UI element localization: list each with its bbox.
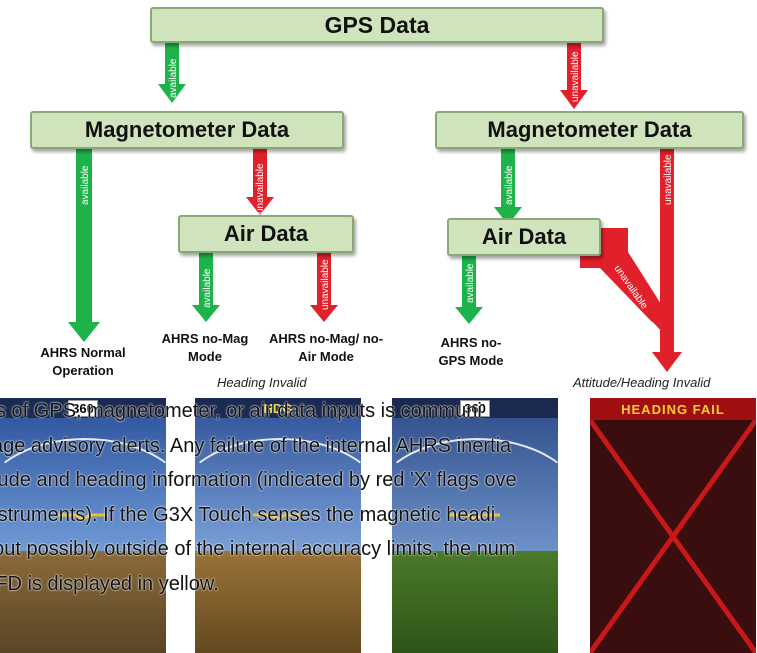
pfd-nomag-thumbnail: HDG: [195, 398, 361, 653]
heading-tape: 360: [392, 398, 558, 418]
heading-readout: 360: [68, 399, 98, 417]
arrow-magleft-unavailable: unavailable: [246, 143, 274, 215]
mode-nomag-noair-label: AHRS no-Mag/ no-Air Mode: [268, 331, 384, 364]
arrow-airleft-unavailable: unavailable: [310, 248, 338, 322]
air-data-left-box: Air Data: [178, 215, 354, 253]
body-line: instruments). If the G3X Touch senses th…: [0, 504, 496, 526]
arrow-label: available: [465, 263, 476, 303]
magnetometer-left-box: Magnetometer Data: [30, 111, 344, 149]
body-line: ss of GPS, magnetometer, or air data inp…: [0, 400, 482, 422]
pfd-nogps-thumbnail: 360: [392, 398, 558, 653]
arrow-label: available: [202, 268, 213, 308]
body-text: ss of GPS, magnetometer, or air data inp…: [0, 397, 757, 653]
body-line: sage advisory alerts. Any failure of the…: [0, 435, 512, 457]
arrow-label: available: [80, 165, 91, 205]
arrow-label: unavailable: [663, 154, 674, 205]
arrow-label: unavailable: [570, 51, 581, 102]
body-line: PFD is displayed in yellow.: [0, 573, 219, 595]
arrow-gps-unavailable: unavailable: [560, 32, 588, 109]
pfd-normal-thumbnail: 360: [0, 398, 166, 653]
magnetometer-right-box: Magnetometer Data: [435, 111, 744, 149]
arrow-label: available: [168, 58, 179, 98]
heading-tape: 360: [0, 398, 166, 418]
box-label: Air Data: [481, 224, 567, 249]
arrow-label: available: [504, 165, 515, 205]
arrow-magright-available: available: [494, 143, 522, 225]
mode-nogps-label: AHRS no-GPS Mode: [438, 335, 504, 368]
heading-tape: HDG: [195, 398, 361, 418]
arrow-airleft-available: available: [192, 248, 220, 322]
box-label: Magnetometer Data: [487, 117, 692, 142]
body-line: titude and heading information (indicate…: [0, 469, 517, 491]
box-label: Air Data: [223, 221, 309, 246]
gps-data-box: GPS Data: [150, 7, 604, 43]
body-line: , but possibly outside of the internal a…: [0, 538, 516, 560]
arrow-airright-available: available: [455, 250, 483, 324]
heading-fail-flag: HEADING FAIL: [590, 398, 756, 420]
heading-readout: HDG: [263, 400, 293, 416]
flow-arrows: available unavailable available unavaila…: [68, 32, 682, 372]
air-data-right-box: Air Data: [447, 218, 601, 256]
box-label: GPS Data: [324, 11, 430, 38]
mode-nomag-label: AHRS no-Mag Mode: [161, 331, 249, 364]
heading-readout: 360: [460, 399, 490, 417]
arrow-magright-unavailable: unavailable: [652, 143, 682, 372]
mode-normal-label: AHRS Normal Operation: [40, 345, 126, 378]
heading-invalid-note: Heading Invalid: [217, 375, 307, 390]
arrow-magleft-available: available: [68, 143, 100, 342]
arrow-gps-available: available: [158, 32, 186, 103]
arrow-label: unavailable: [320, 259, 331, 310]
attitude-heading-invalid-note: Attitude/Heading Invalid: [573, 375, 711, 390]
arrow-label: unavailable: [255, 163, 266, 214]
pfd-fail-thumbnail: HEADING FAIL: [590, 398, 756, 653]
box-label: Magnetometer Data: [84, 117, 290, 142]
